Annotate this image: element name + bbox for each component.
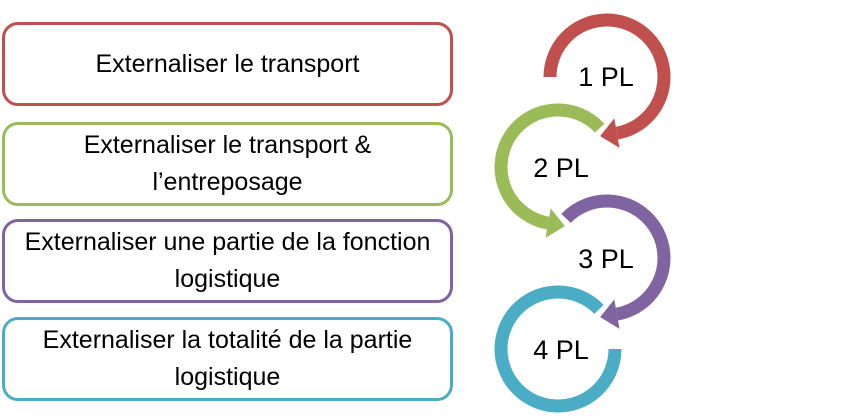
step-1-box: Externaliser le transport: [2, 22, 453, 106]
step-3-arrowhead-icon: [600, 299, 620, 329]
step-1-arrowhead-icon: [600, 118, 620, 148]
step-2-arrowhead-icon: [545, 208, 565, 238]
step-1-label: 1 PL: [578, 62, 634, 92]
step-3-description: Externaliser une partie de la fonction l…: [24, 228, 431, 293]
step-4-description: Externaliser la totalité de la partie lo…: [42, 326, 413, 391]
step-4-box: Externaliser la totalité de la partie lo…: [2, 317, 453, 401]
step-2-box: Externaliser le transport & l’entreposag…: [2, 122, 453, 206]
step-2-arc: [494, 103, 605, 230]
step-2-label: 2 PL: [533, 153, 589, 183]
step-3-arc: [561, 194, 671, 321]
step-4-arc: [494, 285, 622, 413]
step-3-box: Externaliser une partie de la fonction l…: [2, 219, 453, 303]
step-1-arc: [543, 13, 671, 140]
step-4-label: 4 PL: [533, 335, 589, 365]
step-2-description: Externaliser le transport & l’entreposag…: [83, 131, 372, 196]
step-1-description: Externaliser le transport: [95, 49, 360, 78]
step-3-label: 3 PL: [578, 244, 634, 274]
